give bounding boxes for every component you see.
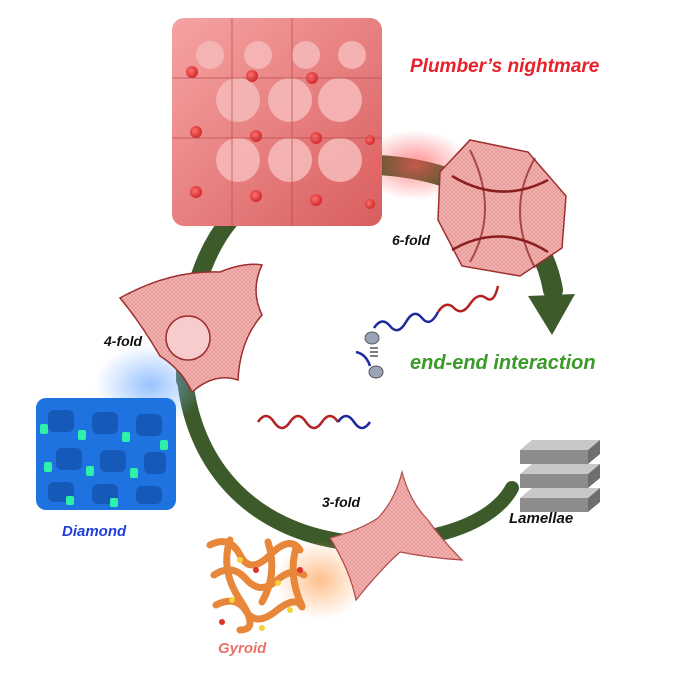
diamond-structure	[36, 398, 176, 510]
end-group-icon	[368, 365, 384, 379]
block-copolymer-chain	[256, 285, 500, 430]
gyroid-structure	[206, 536, 308, 634]
plumbers-nightmare-label: Plumber’s nightmare	[410, 56, 600, 77]
three-fold-label: 3-fold	[322, 494, 361, 510]
plumbers-nightmare-structure	[172, 18, 382, 226]
lamellae-label: Lamellae	[509, 510, 574, 527]
three-fold-node	[329, 469, 464, 602]
end-end-interaction-label: end-end interaction	[410, 352, 596, 374]
end-group-icon	[364, 331, 380, 345]
four-fold-node	[118, 263, 264, 394]
six-fold-label: 6-fold	[392, 232, 431, 248]
lamellae-structure	[520, 440, 600, 512]
six-fold-node	[437, 139, 567, 277]
gyroid-label: Gyroid	[218, 640, 267, 657]
arrow-head-icon	[528, 294, 575, 335]
diamond-label: Diamond	[62, 523, 127, 540]
four-fold-label: 4-fold	[104, 333, 143, 349]
